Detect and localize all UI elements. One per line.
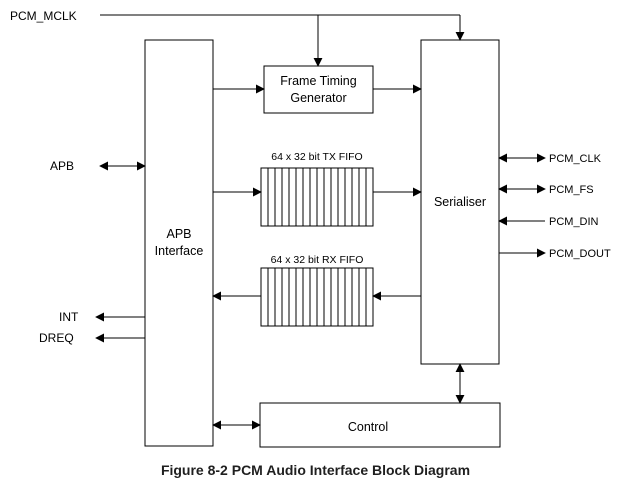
int-label: INT bbox=[59, 310, 79, 324]
pcm-mclk-label: PCM_MCLK bbox=[10, 9, 77, 23]
serialiser-block bbox=[420, 39, 500, 365]
pcm-block-diagram: PCM_MCLK APB INT DREQ PCM_CLK PCM_FS PCM… bbox=[10, 9, 611, 448]
apb-interface-block bbox=[144, 39, 214, 447]
control-label: Control bbox=[348, 420, 388, 434]
tx-fifo-label: 64 x 32 bit TX FIFO bbox=[271, 151, 362, 163]
pcm-clk-label: PCM_CLK bbox=[549, 153, 602, 165]
frame-timing-label-line1: Frame Timing bbox=[280, 74, 356, 88]
figure-caption: Figure 8-2 PCM Audio Interface Block Dia… bbox=[160, 462, 471, 478]
frame-timing-label-line2: Generator bbox=[290, 91, 346, 105]
serialiser-label: Serialiser bbox=[434, 195, 486, 209]
control-block bbox=[259, 402, 501, 448]
rx-fifo bbox=[260, 267, 374, 327]
tx-fifo bbox=[260, 167, 374, 227]
pcm-fs-label: PCM_FS bbox=[549, 184, 594, 196]
dreq-label: DREQ bbox=[39, 331, 74, 345]
pcm-dout-label: PCM_DOUT bbox=[549, 248, 611, 260]
pcm-din-label: PCM_DIN bbox=[549, 216, 599, 228]
apb-label: APB bbox=[50, 159, 74, 173]
apb-interface-label-line1: APB bbox=[166, 227, 191, 241]
pcm-mclk-net bbox=[100, 14, 465, 67]
rx-fifo-label: 64 x 32 bit RX FIFO bbox=[271, 254, 364, 266]
frame-timing-generator-block bbox=[263, 65, 374, 114]
apb-interface-label-line2: Interface bbox=[155, 244, 204, 258]
